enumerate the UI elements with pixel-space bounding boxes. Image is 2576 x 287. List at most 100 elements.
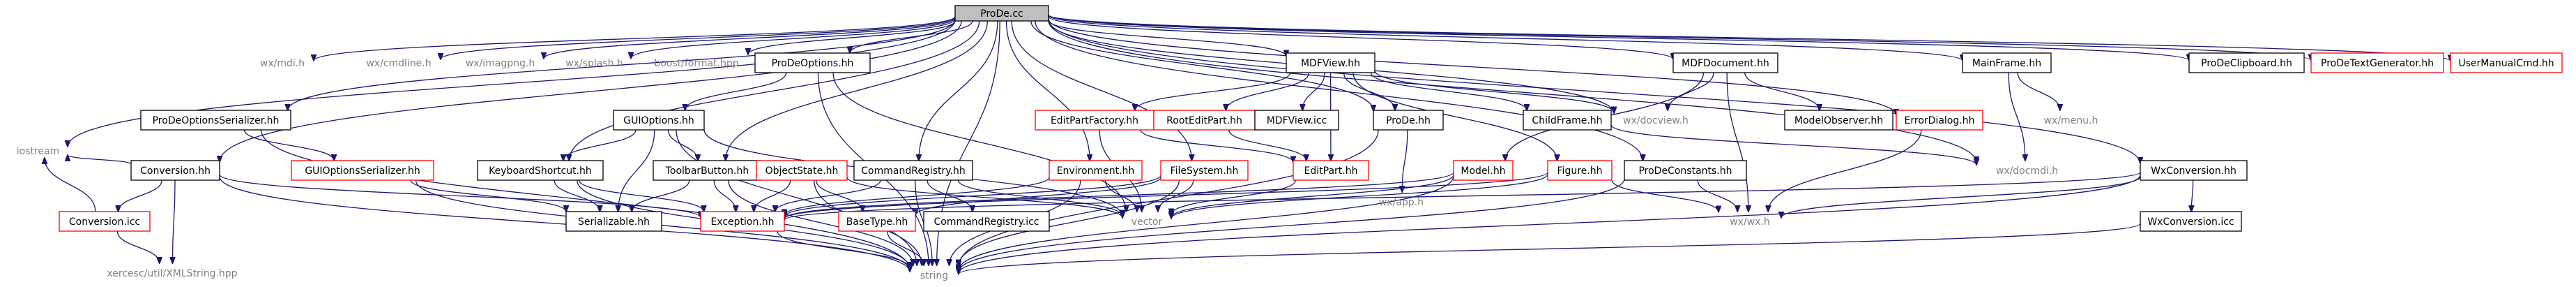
edge-prode_cc-to-errordialog_hh [1048, 18, 1896, 115]
node-prodeoptionsserializer_hh[interactable]: ProDeOptionsSerializer.hh [140, 110, 291, 131]
edge-mainframe_hh-to-wx_docmdi [2008, 72, 2025, 161]
edge-prodeoptions_hh-to-guioptions_hh [685, 72, 787, 110]
node-prodetextgenerator_hh[interactable]: ProDeTextGenerator.hh [2310, 52, 2444, 73]
node-wxconversion_icc[interactable]: WxConversion.icc [2140, 211, 2242, 232]
node-label: ProDeOptions.hh [772, 58, 854, 69]
node-guioptionsserializer_hh[interactable]: GUIOptionsSerializer.hh [291, 160, 434, 181]
node-serializable_hh[interactable]: Serializable.hh [565, 211, 662, 232]
node-wx_cmdline: wx/cmdline.h [366, 58, 431, 69]
node-label: MDFView.icc [1267, 115, 1327, 126]
node-box [1547, 160, 1613, 181]
node-conversion_icc[interactable]: Conversion.icc [59, 211, 151, 232]
edge-mdfview_hh-to-editpartfactory_hh [1135, 72, 1291, 110]
node-environment_hh[interactable]: Environment.hh [1049, 160, 1143, 181]
node-label: UserManualCmd.hh [2458, 58, 2554, 69]
node-label: boost/format.hpp [654, 58, 738, 69]
node-objectstate_hh[interactable]: ObjectState.hh [756, 160, 848, 181]
node-label: ErrorDialog.hh [1905, 115, 1975, 126]
node-commandregistry_hh[interactable]: CommandRegistry.hh [853, 160, 973, 181]
node-label: ProDeOptionsSerializer.hh [153, 115, 280, 126]
node-boost_format: boost/format.hpp [654, 58, 738, 69]
node-label: MainFrame.hh [1972, 58, 2041, 69]
edge-prodeoptionsserializer_hh-to-string [260, 129, 910, 270]
node-box [853, 160, 973, 181]
edge-commandregistry_hh-to-vector [957, 179, 1122, 216]
node-label: ToolbarButton.hh [665, 165, 749, 177]
node-label: WxConversion.icc [2147, 216, 2234, 228]
node-prodeclipboard_hh[interactable]: ProDeClipboard.hh [2188, 52, 2305, 73]
node-xercesc_xmlstring: xercesc/util/XMLString.hpp [107, 268, 237, 279]
node-label: CommandRegistry.hh [861, 165, 965, 177]
node-keyboardshortcut_hh[interactable]: KeyboardShortcut.hh [477, 160, 604, 181]
edge-guioptionsserializer_hh-to-string [415, 179, 910, 271]
node-box [1254, 110, 1339, 131]
edge-model_hh-to-exception_hh [784, 172, 1454, 219]
node-label: Figure.hh [1557, 165, 1603, 177]
edge-prode_cc-to-keyboardshortcut_hh [569, 20, 980, 161]
edge-wxconversion_hh-to-exception_hh [784, 172, 2141, 220]
edge-prode_cc-to-wx_splash [631, 18, 956, 58]
node-modelobserver_hh[interactable]: ModelObserver.hh [1784, 110, 1893, 131]
node-box [477, 160, 604, 181]
node-editpartfactory_hh[interactable]: EditPartFactory.hh [1035, 110, 1154, 131]
edge-errordialog_hh-to-wx_wx [1768, 129, 1922, 212]
node-errordialog_hh[interactable]: ErrorDialog.hh [1896, 110, 1983, 131]
node-basetype_hh[interactable]: BaseType.hh [838, 211, 916, 232]
node-box [1373, 110, 1444, 131]
edge-commandregistry_hh-to-exception_hh [775, 179, 881, 212]
edge-objectstate_hh-to-vector [846, 177, 1122, 218]
node-label: CommandRegistry.icc [933, 216, 1039, 228]
node-box [613, 110, 705, 131]
node-prode_cc[interactable]: ProDe.cc [954, 5, 1049, 22]
node-label: ProDe.cc [980, 8, 1023, 20]
node-commandregistry_icc[interactable]: CommandRegistry.icc [923, 211, 1050, 232]
edge-toolbarbutton_hh-to-string [728, 179, 913, 265]
edge-prodeoptionsserializer_hh-to-guioptionsserializer_hh [243, 129, 334, 161]
node-model_hh[interactable]: Model.hh [1453, 160, 1514, 181]
node-filesystem_hh[interactable]: FileSystem.hh [1160, 160, 1249, 181]
node-guioptions_hh[interactable]: GUIOptions.hh [613, 110, 705, 131]
node-mdfview_hh[interactable]: MDFView.hh [1286, 52, 1375, 73]
node-mdfview_icc[interactable]: MDFView.icc [1254, 110, 1339, 131]
node-label: ObjectState.hh [765, 165, 839, 177]
node-label: wx/app.h [1379, 197, 1424, 208]
edge-editpart_hh-to-vector [1171, 179, 1297, 214]
node-label: iostream [17, 146, 60, 157]
node-toolbarbutton_hh[interactable]: ToolbarButton.hh [653, 160, 762, 181]
node-exception_hh[interactable]: Exception.hh [700, 211, 785, 232]
edge-prodeconstants_hh-to-wx_wx [1697, 179, 1737, 212]
node-usermanualcmd_hh[interactable]: UserManualCmd.hh [2450, 52, 2563, 73]
node-vector: vector [1131, 216, 1163, 228]
edge-guioptionsserializer_hh-to-serializable_hh [410, 179, 566, 212]
node-childframe_hh[interactable]: ChildFrame.hh [1523, 110, 1612, 131]
node-editpart_hh[interactable]: EditPart.hh [1293, 160, 1369, 181]
node-figure_hh[interactable]: Figure.hh [1547, 160, 1613, 181]
edge-exception_hh-to-string [777, 230, 910, 268]
edge-prode_cc-to-usermanualcmd_hh [1048, 14, 2451, 61]
node-box [1160, 160, 1249, 181]
node-conversion_hh[interactable]: Conversion.hh [130, 160, 220, 181]
node-wxconversion_hh[interactable]: WxConversion.hh [2140, 160, 2248, 181]
edge-keyboardshortcut_hh-to-exception_hh [578, 179, 704, 212]
edge-model_hh-to-vector [1171, 175, 1454, 217]
node-mainframe_hh[interactable]: MainFrame.hh [1962, 52, 2052, 73]
edge-toolbarbutton_hh-to-serializable_hh [632, 179, 690, 212]
node-label: FileSystem.hh [1171, 165, 1239, 177]
node-label: wx/imagpng.h [466, 58, 535, 69]
node-box [565, 211, 662, 232]
edge-guioptions_hh-to-toolbarbutton_hh [667, 129, 698, 161]
node-box [2450, 52, 2563, 73]
edge-prode_cc-to-iostream [68, 20, 956, 147]
node-label: wx/mdi.h [260, 58, 305, 69]
edge-prode_cc-to-boost_format [748, 20, 956, 54]
edge-prodeoptions_hh-to-vector [832, 72, 1126, 212]
edge-mdfview_hh-to-wx_docview [1374, 70, 1614, 112]
node-mdfdocument_hh[interactable]: MDFDocument.hh [1672, 52, 1778, 73]
node-prode_hh[interactable]: ProDe.hh [1373, 110, 1444, 131]
edge-keyboardshortcut_hh-to-serializable_hh [554, 179, 600, 212]
node-rooteditpart_hh[interactable]: RootEditPart.hh [1153, 110, 1256, 131]
node-prodeoptions_hh[interactable]: ProDeOptions.hh [754, 52, 871, 73]
node-label: MDFView.hh [1301, 58, 1360, 69]
edge-prode_cc-to-wxconversion_hh [1048, 19, 2140, 163]
node-prodeconstants_hh[interactable]: ProDeConstants.hh [1624, 160, 1747, 181]
